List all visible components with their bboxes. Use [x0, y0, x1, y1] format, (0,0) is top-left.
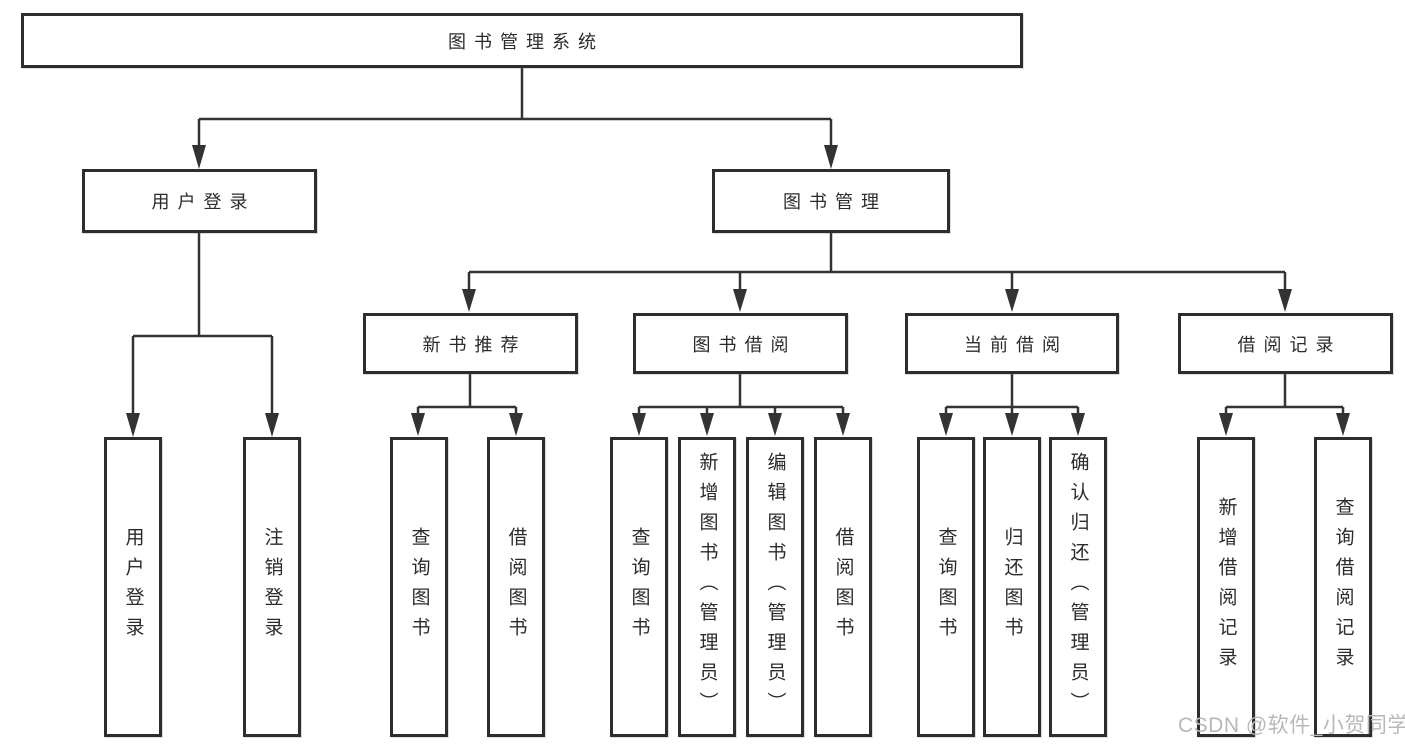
- node-book-management: 图书管理: [712, 169, 950, 233]
- leaf-edit-books-admin: 编辑图书（管理员）: [746, 437, 804, 737]
- leaf-add-books-admin: 新增图书（管理员）: [678, 437, 736, 737]
- leaf-add-borrow-record: 新增借阅记录: [1197, 437, 1255, 737]
- leaf-return-books: 归还图书: [983, 437, 1041, 737]
- csdn-watermark: CSDN @软件_小贺同学: [1178, 714, 1405, 737]
- leaf-query-books-current: 查询图书: [917, 437, 975, 737]
- leaf-borrow-books-recommend: 借阅图书: [487, 437, 545, 737]
- node-borrow-record: 借阅记录: [1178, 313, 1393, 374]
- node-user-login: 用户登录: [82, 169, 317, 233]
- leaf-confirm-return-admin: 确认归还（管理员）: [1049, 437, 1107, 737]
- leaf-logout: 注销登录: [243, 437, 301, 737]
- leaf-query-borrow-record: 查询借阅记录: [1314, 437, 1372, 737]
- node-current-borrow: 当前借阅: [905, 313, 1119, 374]
- arrowheads: [126, 145, 1350, 437]
- leaf-query-books-recommend: 查询图书: [390, 437, 448, 737]
- leaf-user-login: 用户登录: [104, 437, 162, 737]
- node-new-book-recommend: 新书推荐: [363, 313, 578, 374]
- leaf-query-books-borrow: 查询图书: [610, 437, 668, 737]
- node-root: 图书管理系统: [21, 13, 1023, 68]
- leaf-borrow-books: 借阅图书: [814, 437, 872, 737]
- node-book-borrow: 图书借阅: [633, 313, 848, 374]
